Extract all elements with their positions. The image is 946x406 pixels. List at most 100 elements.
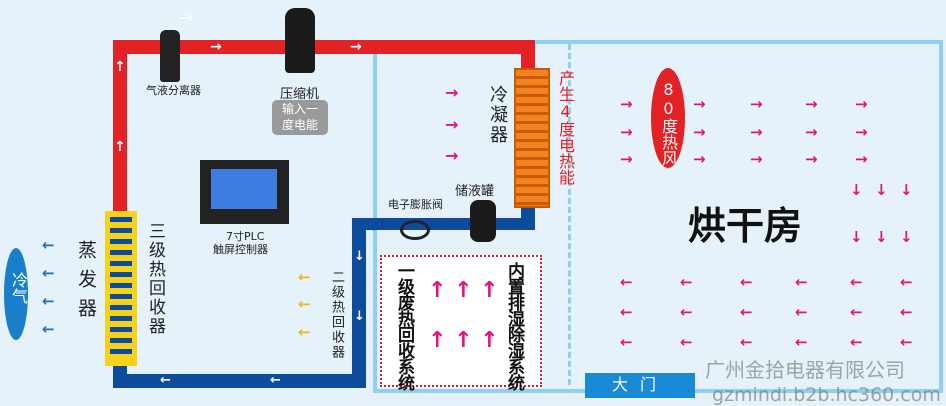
airflow-arrow: ↓ (900, 181, 913, 199)
airflow-arrow: → (750, 150, 763, 168)
airflow-arrow: ← (680, 273, 693, 291)
flow-arrow-down: ↓ (354, 309, 365, 324)
airflow-arrow: → (855, 123, 868, 141)
dehumidify-label: 内置排湿除湿系统 (504, 262, 524, 390)
airflow-arrow: ← (795, 333, 808, 351)
airflow-arrow: ← (680, 303, 693, 321)
cold-pipe-return (113, 362, 127, 388)
airflow-arrow: ← (620, 273, 633, 291)
third-recovery-label: 三级热回收器 (145, 222, 165, 336)
recovery-arrow: ← (298, 268, 311, 286)
watermark-company: 广州金拾电器有限公司 (705, 358, 905, 382)
cool-arrow: ← (42, 320, 55, 338)
drying-room-title: 烘干房 (688, 204, 803, 248)
receiver-label: 储液罐 (455, 184, 495, 199)
plc-controller-icon (200, 160, 289, 224)
recovery-system-box (380, 255, 542, 387)
heat-arrow: → (445, 115, 459, 134)
compressor-icon (285, 8, 315, 73)
airflow-arrow: ← (620, 333, 633, 351)
airflow-arrow: ← (850, 273, 863, 291)
cool-arrow: ← (42, 264, 55, 282)
expansion-valve-label: 电子膨胀阀 (388, 198, 443, 211)
door-label: 大门 (612, 375, 669, 394)
airflow-arrow: ↓ (850, 181, 863, 199)
flow-arrow-right: → (210, 39, 222, 55)
heat-arrow: → (445, 83, 459, 102)
airflow-arrow: → (620, 123, 633, 141)
airflow-arrow: → (750, 123, 763, 141)
cold-air-label: 冷气 (9, 272, 28, 304)
airflow-arrow: ↓ (875, 228, 888, 246)
flow-arrow-up: ↑ (114, 59, 126, 75)
room-divider (568, 44, 571, 385)
airflow-arrow: → (805, 150, 818, 168)
cold-pipe-bottom (113, 374, 366, 388)
airflow-arrow: → (805, 123, 818, 141)
hot-pipe-left (113, 40, 127, 212)
airflow-arrow: → (693, 150, 706, 168)
airflow-arrow: ← (740, 273, 753, 291)
evaporator-coil (105, 211, 137, 366)
airflow-arrow: ← (740, 333, 753, 351)
separator-label: 气液分离器 (146, 84, 201, 97)
airflow-arrow: ← (740, 303, 753, 321)
heat-arrow: → (445, 146, 459, 165)
hot-air-label: 80度热风 (659, 80, 678, 166)
evaporator-label: 蒸发器 (75, 240, 97, 327)
flow-arrow-right: → (180, 8, 194, 27)
flow-arrow-left: ← (370, 221, 381, 236)
condenser-output-label: 产生4度电热能 (556, 70, 575, 185)
separator-icon (160, 30, 180, 82)
airflow-arrow: ← (850, 333, 863, 351)
cold-pipe-down (352, 218, 366, 388)
airflow-arrow: → (620, 150, 633, 168)
airflow-arrow: ← (850, 303, 863, 321)
controller-label-1: 7寸PLC (226, 230, 265, 243)
airflow-arrow: ↓ (900, 228, 913, 246)
flow-arrow-left: ← (270, 373, 281, 388)
airflow-arrow: ← (795, 273, 808, 291)
heat-arrow-up: ↑ ↑ ↑ (428, 328, 499, 353)
controller-label-2: 触屏控制器 (213, 243, 268, 256)
airflow-arrow: ← (680, 333, 693, 351)
cool-arrow: ← (42, 292, 55, 310)
condenser-label: 冷凝器 (487, 85, 508, 145)
heat-arrow-up: ↑ ↑ ↑ (428, 278, 499, 303)
airflow-arrow: → (693, 95, 706, 113)
second-recovery-label: 二级热回收器 (329, 270, 344, 360)
hot-pipe-right (521, 40, 535, 70)
airflow-arrow: ← (620, 303, 633, 321)
cool-arrow: ← (42, 236, 55, 254)
watermark-url: gzmindi.b2b.hc360.com (712, 384, 941, 406)
compressor-input-text: 输入一度电能 (281, 102, 318, 132)
compressor-label: 压缩机 (280, 87, 320, 102)
airflow-arrow: ← (900, 303, 913, 321)
airflow-arrow: → (693, 123, 706, 141)
expansion-valve-icon (400, 220, 430, 240)
airflow-arrow: → (855, 95, 868, 113)
flow-arrow-down: ↓ (354, 249, 365, 264)
flow-arrow-up: ↑ (114, 139, 126, 155)
airflow-arrow: → (750, 95, 763, 113)
flow-arrow-right: → (350, 39, 362, 55)
airflow-arrow: → (620, 95, 633, 113)
recovery-arrow: ← (298, 295, 311, 313)
condenser-coil (514, 68, 550, 208)
airflow-arrow: ↓ (850, 228, 863, 246)
door (585, 373, 695, 398)
first-recovery-label: 一级废热回收系统 (394, 262, 414, 390)
airflow-arrow: ← (900, 333, 913, 351)
airflow-arrow: → (855, 150, 868, 168)
receiver-icon (470, 200, 496, 242)
airflow-arrow: ← (795, 303, 808, 321)
compressor-input-badge: 输入一度电能 (272, 100, 328, 135)
airflow-arrow: ↓ (875, 181, 888, 199)
airflow-arrow: → (805, 95, 818, 113)
airflow-arrow: ← (900, 273, 913, 291)
recovery-arrow: ← (298, 323, 311, 341)
hot-pipe-top (113, 40, 535, 54)
flow-arrow-left: ← (160, 373, 171, 388)
cold-air-badge (4, 248, 28, 340)
